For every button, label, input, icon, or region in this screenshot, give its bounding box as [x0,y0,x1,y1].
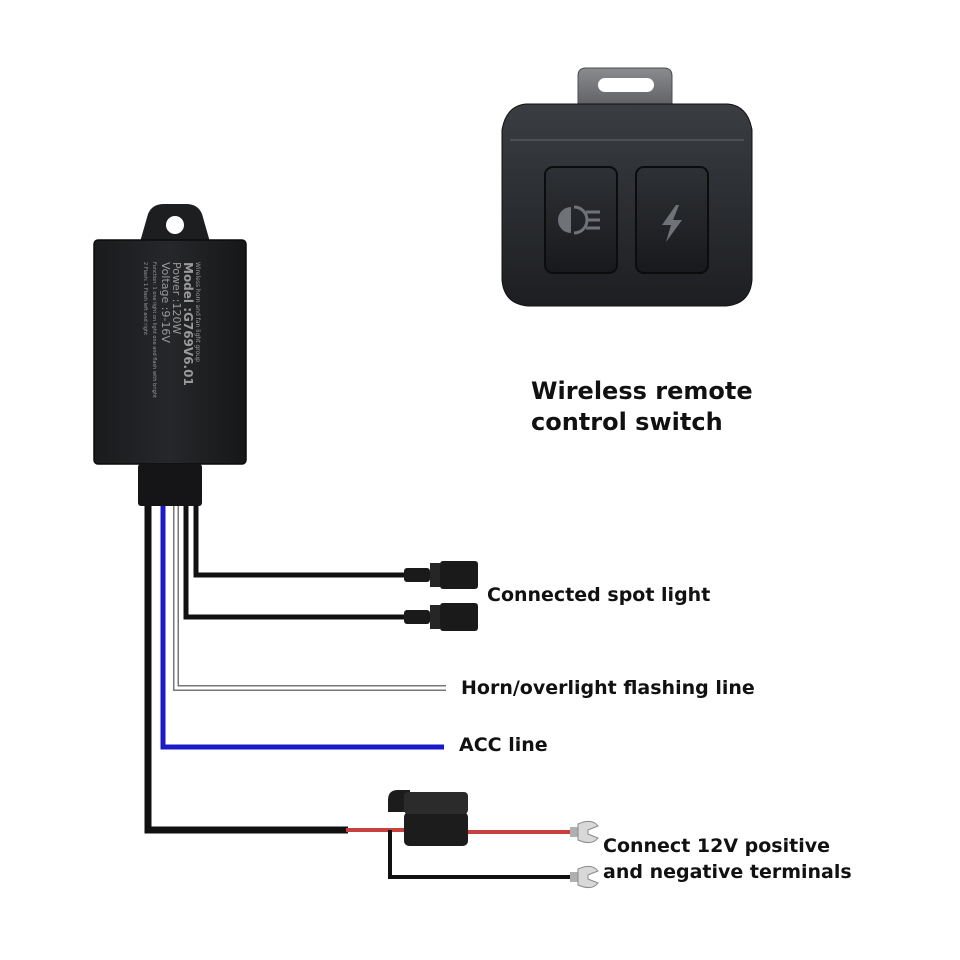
fork-terminal-positive [570,820,599,844]
remote-caption: Wireless remote control switch [531,376,753,438]
spotlight-icon [558,205,600,235]
bracket-slot [598,78,654,92]
wireless-remote [501,67,753,307]
remote-caption-line2: control switch [531,408,723,436]
controller-function-text: Function: 1 one light on light one and f… [151,262,157,398]
remote-body [501,103,753,307]
spot-connector-1 [404,561,478,589]
fuse-holder [388,790,468,846]
power-label-line2: and negative terminals [603,861,852,883]
controller-note-text: 2 Flash: 1 Flash left and right [142,262,148,335]
spot-light-wire-2 [183,506,408,620]
remote-caption-line1: Wireless remote [531,377,753,405]
controller-voltage: Voltage :9-16V [159,262,172,343]
main-power-wire [144,506,348,834]
controller-power: Power :120W [170,262,183,334]
remote-button-lightning[interactable] [635,166,709,274]
spot-connector-2 [404,603,478,631]
wire-bundle [144,506,574,879]
spot-light-label: Connected spot light [487,584,711,606]
spot-light-wire-1 [193,506,408,578]
power-label-line1: Connect 12V positive [603,835,830,857]
controller-model: Model :G769V6.01 [181,262,195,386]
fork-terminal-negative [570,865,599,889]
acc-wire [160,506,444,750]
acc-line-label: ACC line [459,734,548,756]
horn-wire [174,506,446,690]
cable-gland [138,464,202,506]
remote-button-spotlight[interactable] [544,166,618,274]
lightning-icon [662,205,682,242]
negative-wire [388,830,574,879]
controller-header-text: Wireless horn and fan light group [194,262,201,362]
controller-box: Wireless horn and fan light group Model … [93,204,247,506]
horn-wire-outline [173,506,446,691]
power-terminals-label: Connect 12V positive and negative termin… [603,833,852,885]
horn-line-label: Horn/overlight flashing line [461,677,755,699]
